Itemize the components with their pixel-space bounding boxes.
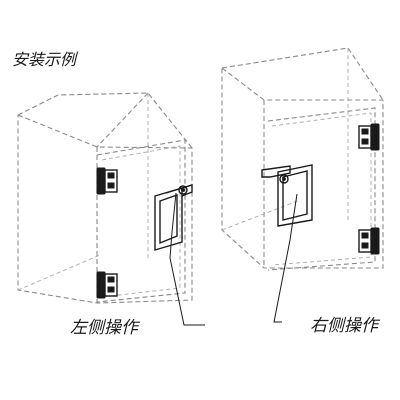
right-leader-line — [273, 193, 298, 323]
right-cabinet-bottom-back — [221, 199, 301, 231]
diagram-title: 安装示例 — [12, 50, 77, 69]
left-door-inner — [101, 145, 181, 298]
right-handle-icon — [261, 164, 313, 227]
right-top-hinge-icon — [358, 123, 380, 151]
left-cabinet-top-edge — [17, 92, 193, 149]
left-operation-label: 左侧操作 — [70, 318, 138, 338]
left-top-hinge-icon — [96, 167, 118, 195]
left-handle-icon — [154, 184, 193, 251]
right-cabinet-top-edge — [221, 47, 384, 101]
left-bottom-hinge-icon — [96, 271, 118, 299]
left-cabinet-top-diagonal — [96, 92, 149, 148]
right-door-panel — [267, 107, 376, 271]
left-door-panel — [96, 139, 186, 303]
right-cabinet-icon — [221, 47, 384, 271]
left-leader-line — [169, 192, 205, 326]
right-door-inner — [271, 112, 372, 266]
right-bottom-hinge-icon — [358, 227, 380, 255]
left-cabinet-icon — [17, 92, 193, 304]
right-operation-label: 右侧操作 — [310, 316, 378, 336]
left-cabinet-bottom-back — [17, 254, 101, 291]
